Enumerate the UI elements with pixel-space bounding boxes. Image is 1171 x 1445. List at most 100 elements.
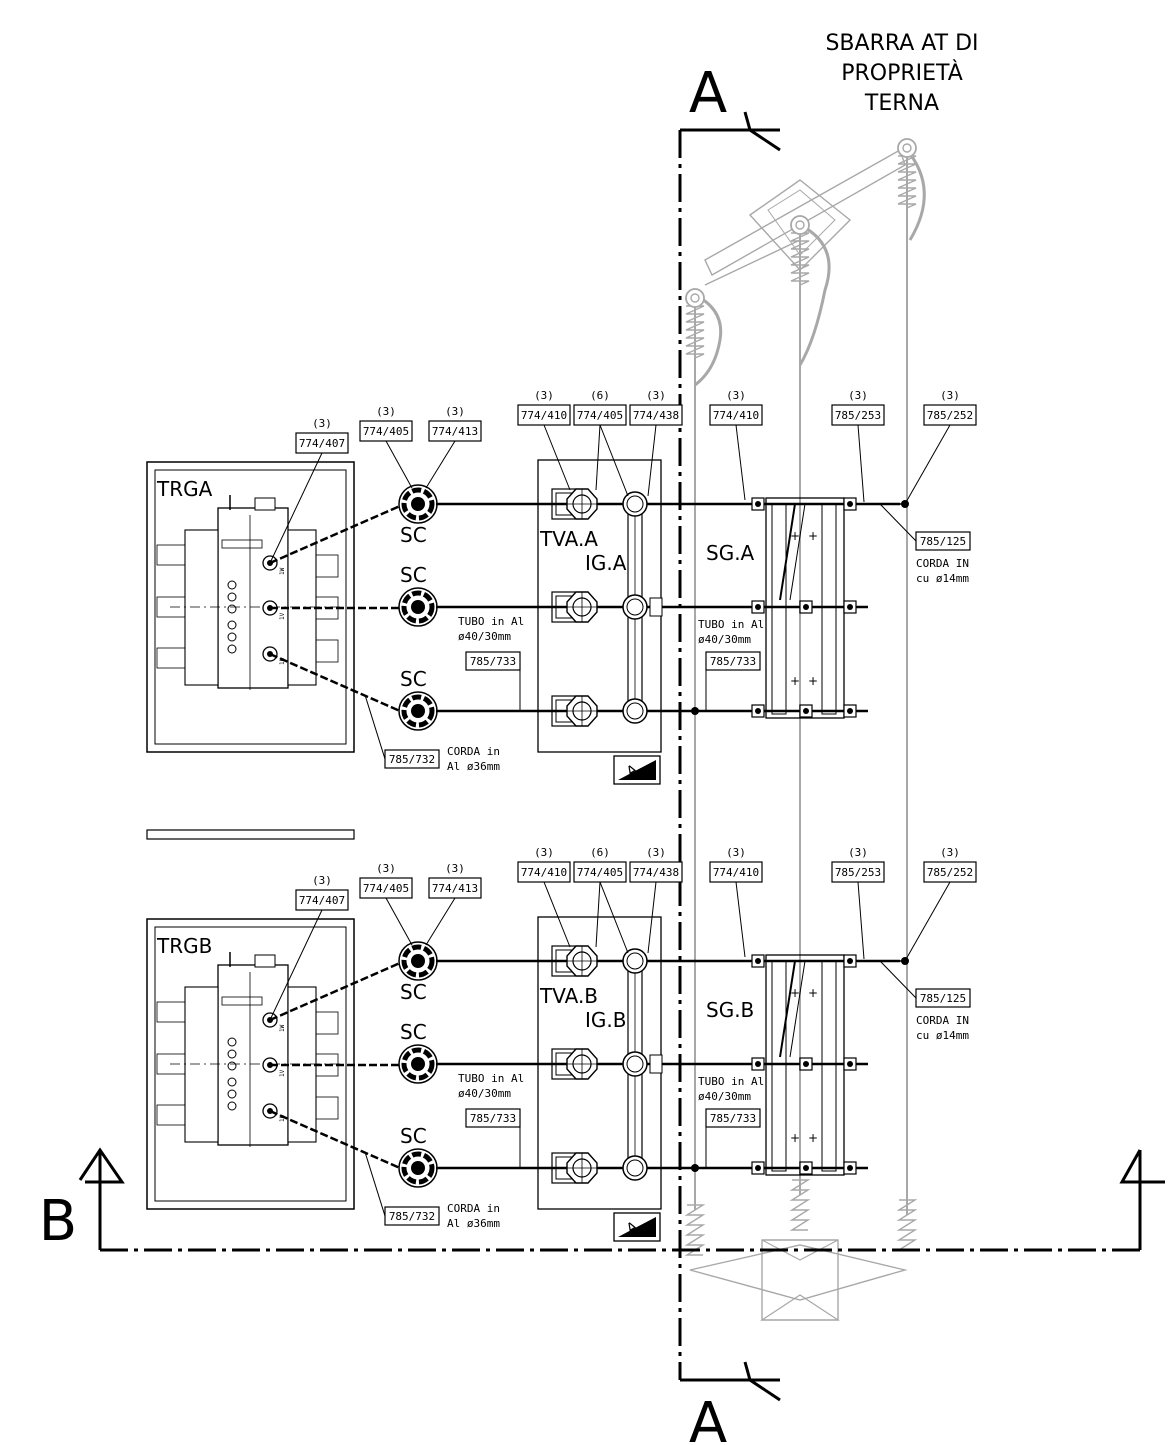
- tag-qty: (3): [312, 874, 332, 887]
- sg-disconnector: SG.B + + + +: [706, 954, 857, 1176]
- corda-line1: CORDA in: [447, 745, 500, 758]
- title-line-1: SBARRA AT DI: [825, 31, 978, 56]
- transformer-label: TRGB: [156, 934, 212, 958]
- tva-label: TVA.A: [539, 527, 598, 551]
- tag-callout: (3) 785/252: [904, 389, 977, 505]
- tag-code: 774/410: [713, 409, 759, 422]
- sg-disconnector: SG.A + + + +: [706, 497, 857, 719]
- tag-code: 774/405: [577, 866, 623, 879]
- tag-qty: (3): [726, 846, 746, 859]
- tag-code: 774/413: [432, 882, 478, 895]
- tag-code: 774/405: [363, 882, 409, 895]
- tubo-line1: TUBO in Al: [698, 1075, 764, 1088]
- svg-text:+: +: [790, 674, 800, 688]
- svg-text:+: +: [790, 529, 800, 543]
- tubo-line2: ø40/30mm: [698, 633, 751, 646]
- corda-code: 785/732: [389, 1210, 435, 1223]
- tag-callout: (6) 774/405: [573, 389, 629, 497]
- tag-callout: (3) 774/413: [425, 405, 482, 489]
- tubo-line2: ø40/30mm: [698, 1090, 751, 1103]
- corda-line2: cu ø14mm: [916, 572, 969, 585]
- tag-qty: (3): [940, 389, 960, 402]
- corda-al-note: 785/732 CORDA in Al ø36mm: [364, 1151, 500, 1230]
- corda-code: 785/125: [920, 992, 966, 1005]
- corda-cu-note: 785/125 CORDA IN cu ø14mm: [879, 503, 971, 585]
- tag-code: 785/252: [927, 409, 973, 422]
- tubo-code: 785/733: [470, 655, 516, 668]
- terminal-1w: 1W: [279, 1024, 286, 1032]
- ig-label: IG.A: [585, 551, 627, 575]
- sc-label-3: SC: [400, 1124, 427, 1148]
- corda-al-note: 785/732 CORDA in Al ø36mm: [364, 694, 500, 773]
- terminal-1u: 1U: [279, 1114, 286, 1122]
- terminal-1v: 1V: [279, 612, 286, 620]
- svg-text:+: +: [790, 1131, 800, 1145]
- section-b-label: B: [39, 1189, 77, 1254]
- corda-code: 785/732: [389, 753, 435, 766]
- tag-callout: (3) 774/410: [517, 846, 571, 948]
- tubo-note-right: TUBO in Al ø40/30mm 785/733: [698, 1075, 764, 1168]
- corda-line2: Al ø36mm: [447, 1217, 500, 1230]
- terminal-1u: 1U: [279, 657, 286, 665]
- tubo-note-left: TUBO in Al ø40/30mm 785/733: [458, 1072, 524, 1168]
- tag-callout: (3) 774/410: [709, 389, 763, 501]
- tag-qty: (3): [445, 405, 465, 418]
- tag-callout: (3) 785/253: [831, 846, 885, 960]
- transformer-label: TRGA: [156, 477, 213, 501]
- section-a-label-top: A: [689, 61, 727, 126]
- sg-label: SG.A: [706, 541, 755, 565]
- transformer-body: 1W 1V 1U: [156, 495, 340, 690]
- sc-label-3: SC: [400, 667, 427, 691]
- tag-code: 774/407: [299, 894, 345, 907]
- tag-qty: (3): [646, 389, 666, 402]
- section-line-a: A A: [678, 61, 781, 1445]
- svg-text:+: +: [808, 1131, 818, 1145]
- corda-line2: Al ø36mm: [447, 760, 500, 773]
- corda-line1: CORDA in: [447, 1202, 500, 1215]
- tubo-line1: TUBO in Al: [698, 618, 764, 631]
- tag-code: 774/413: [432, 425, 478, 438]
- tag-qty: (6): [590, 846, 610, 859]
- tag-qty: (3): [940, 846, 960, 859]
- tva-label: TVA.B: [539, 984, 598, 1008]
- sc-label-2: SC: [400, 563, 427, 587]
- tag-callout: (3) 785/252: [904, 846, 977, 962]
- tag-code: 774/407: [299, 437, 345, 450]
- tubo-line1: TUBO in Al: [458, 615, 524, 628]
- corda-line1: CORDA IN: [916, 557, 969, 570]
- tag-qty: (3): [376, 862, 396, 875]
- svg-text:+: +: [790, 986, 800, 1000]
- tag-callout: (3) 774/407: [269, 417, 349, 564]
- tag-callout: (3) 774/413: [425, 862, 482, 946]
- corda-line2: cu ø14mm: [916, 1029, 969, 1042]
- section-a-label-bottom: A: [689, 1391, 727, 1445]
- corda-cu-note: 785/125 CORDA IN cu ø14mm: [879, 960, 971, 1042]
- tag-qty: (3): [445, 862, 465, 875]
- tag-code: 774/438: [633, 409, 679, 422]
- section-marker-a: A: [613, 755, 661, 785]
- terna-busbar: [685, 138, 926, 1321]
- tag-code: 774/410: [521, 409, 567, 422]
- bay-a: TRGA: [146, 389, 977, 785]
- tag-callout: (3) 774/410: [709, 846, 763, 958]
- tag-callout: (3) 785/253: [831, 389, 885, 503]
- tag-qty: (3): [726, 389, 746, 402]
- tubo-code: 785/733: [710, 655, 756, 668]
- tag-qty: (3): [848, 389, 868, 402]
- transformer-body: 1W 1V 1U: [156, 952, 340, 1147]
- tubo-note-right: TUBO in Al ø40/30mm 785/733: [698, 618, 764, 711]
- svg-text:+: +: [808, 674, 818, 688]
- tag-callout: (3) 774/410: [517, 389, 571, 491]
- sc-label-1: SC: [400, 523, 427, 547]
- tag-code: 774/410: [521, 866, 567, 879]
- tag-callout: (3) 774/405: [359, 862, 413, 946]
- title-line-2: PROPRIETÀ: [841, 60, 963, 86]
- sg-label: SG.B: [706, 998, 754, 1022]
- tag-callout: (3) 774/438: [629, 389, 683, 497]
- tag-code: 774/438: [633, 866, 679, 879]
- tag-code: 774/410: [713, 866, 759, 879]
- corda-code: 785/125: [920, 535, 966, 548]
- bay-b: TRGB 1W: [146, 846, 977, 1242]
- section-marker-a: A: [613, 1212, 661, 1242]
